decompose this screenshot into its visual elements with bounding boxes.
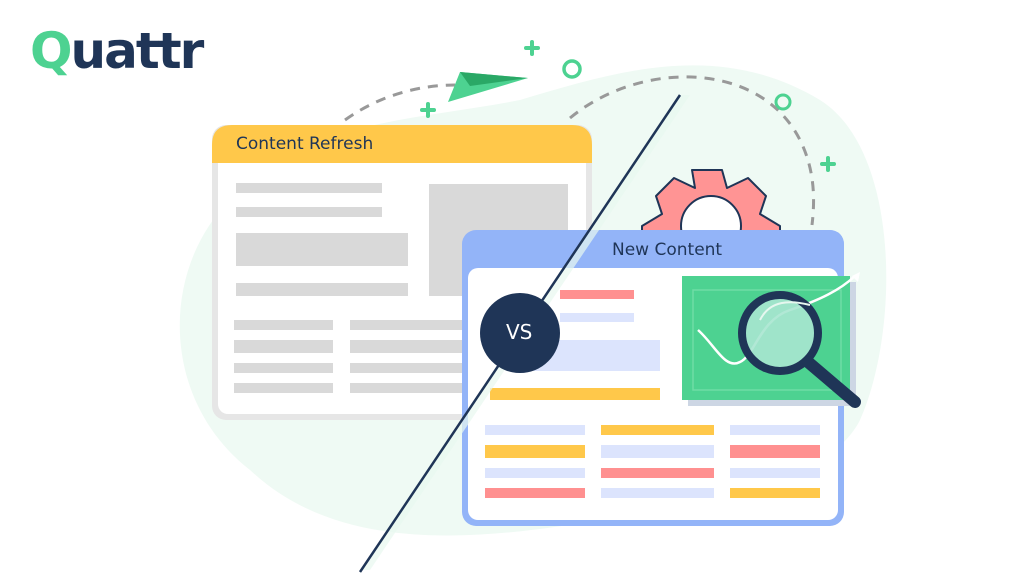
ring-icon — [774, 93, 792, 111]
dashed-arc-left — [344, 83, 456, 122]
logo-q-magnifier: Q — [30, 22, 72, 80]
magnifier-icon — [738, 291, 861, 408]
new-content-title: New Content — [612, 240, 723, 260]
quattr-logo[interactable]: Quattr — [30, 22, 220, 88]
content-bars — [485, 290, 820, 498]
content-refresh-title: Content Refresh — [236, 134, 374, 154]
new-content-card — [462, 230, 861, 526]
vs-circle — [480, 293, 560, 373]
logo-wordmark: Quattr — [30, 22, 205, 80]
ring-icon — [562, 59, 582, 79]
paper-plane-icon — [448, 72, 528, 102]
sparkle-icon — [420, 40, 836, 172]
vs-label: VS — [506, 320, 533, 344]
logo-rest: uattr — [70, 22, 205, 80]
dashed-arc-right — [569, 75, 816, 226]
